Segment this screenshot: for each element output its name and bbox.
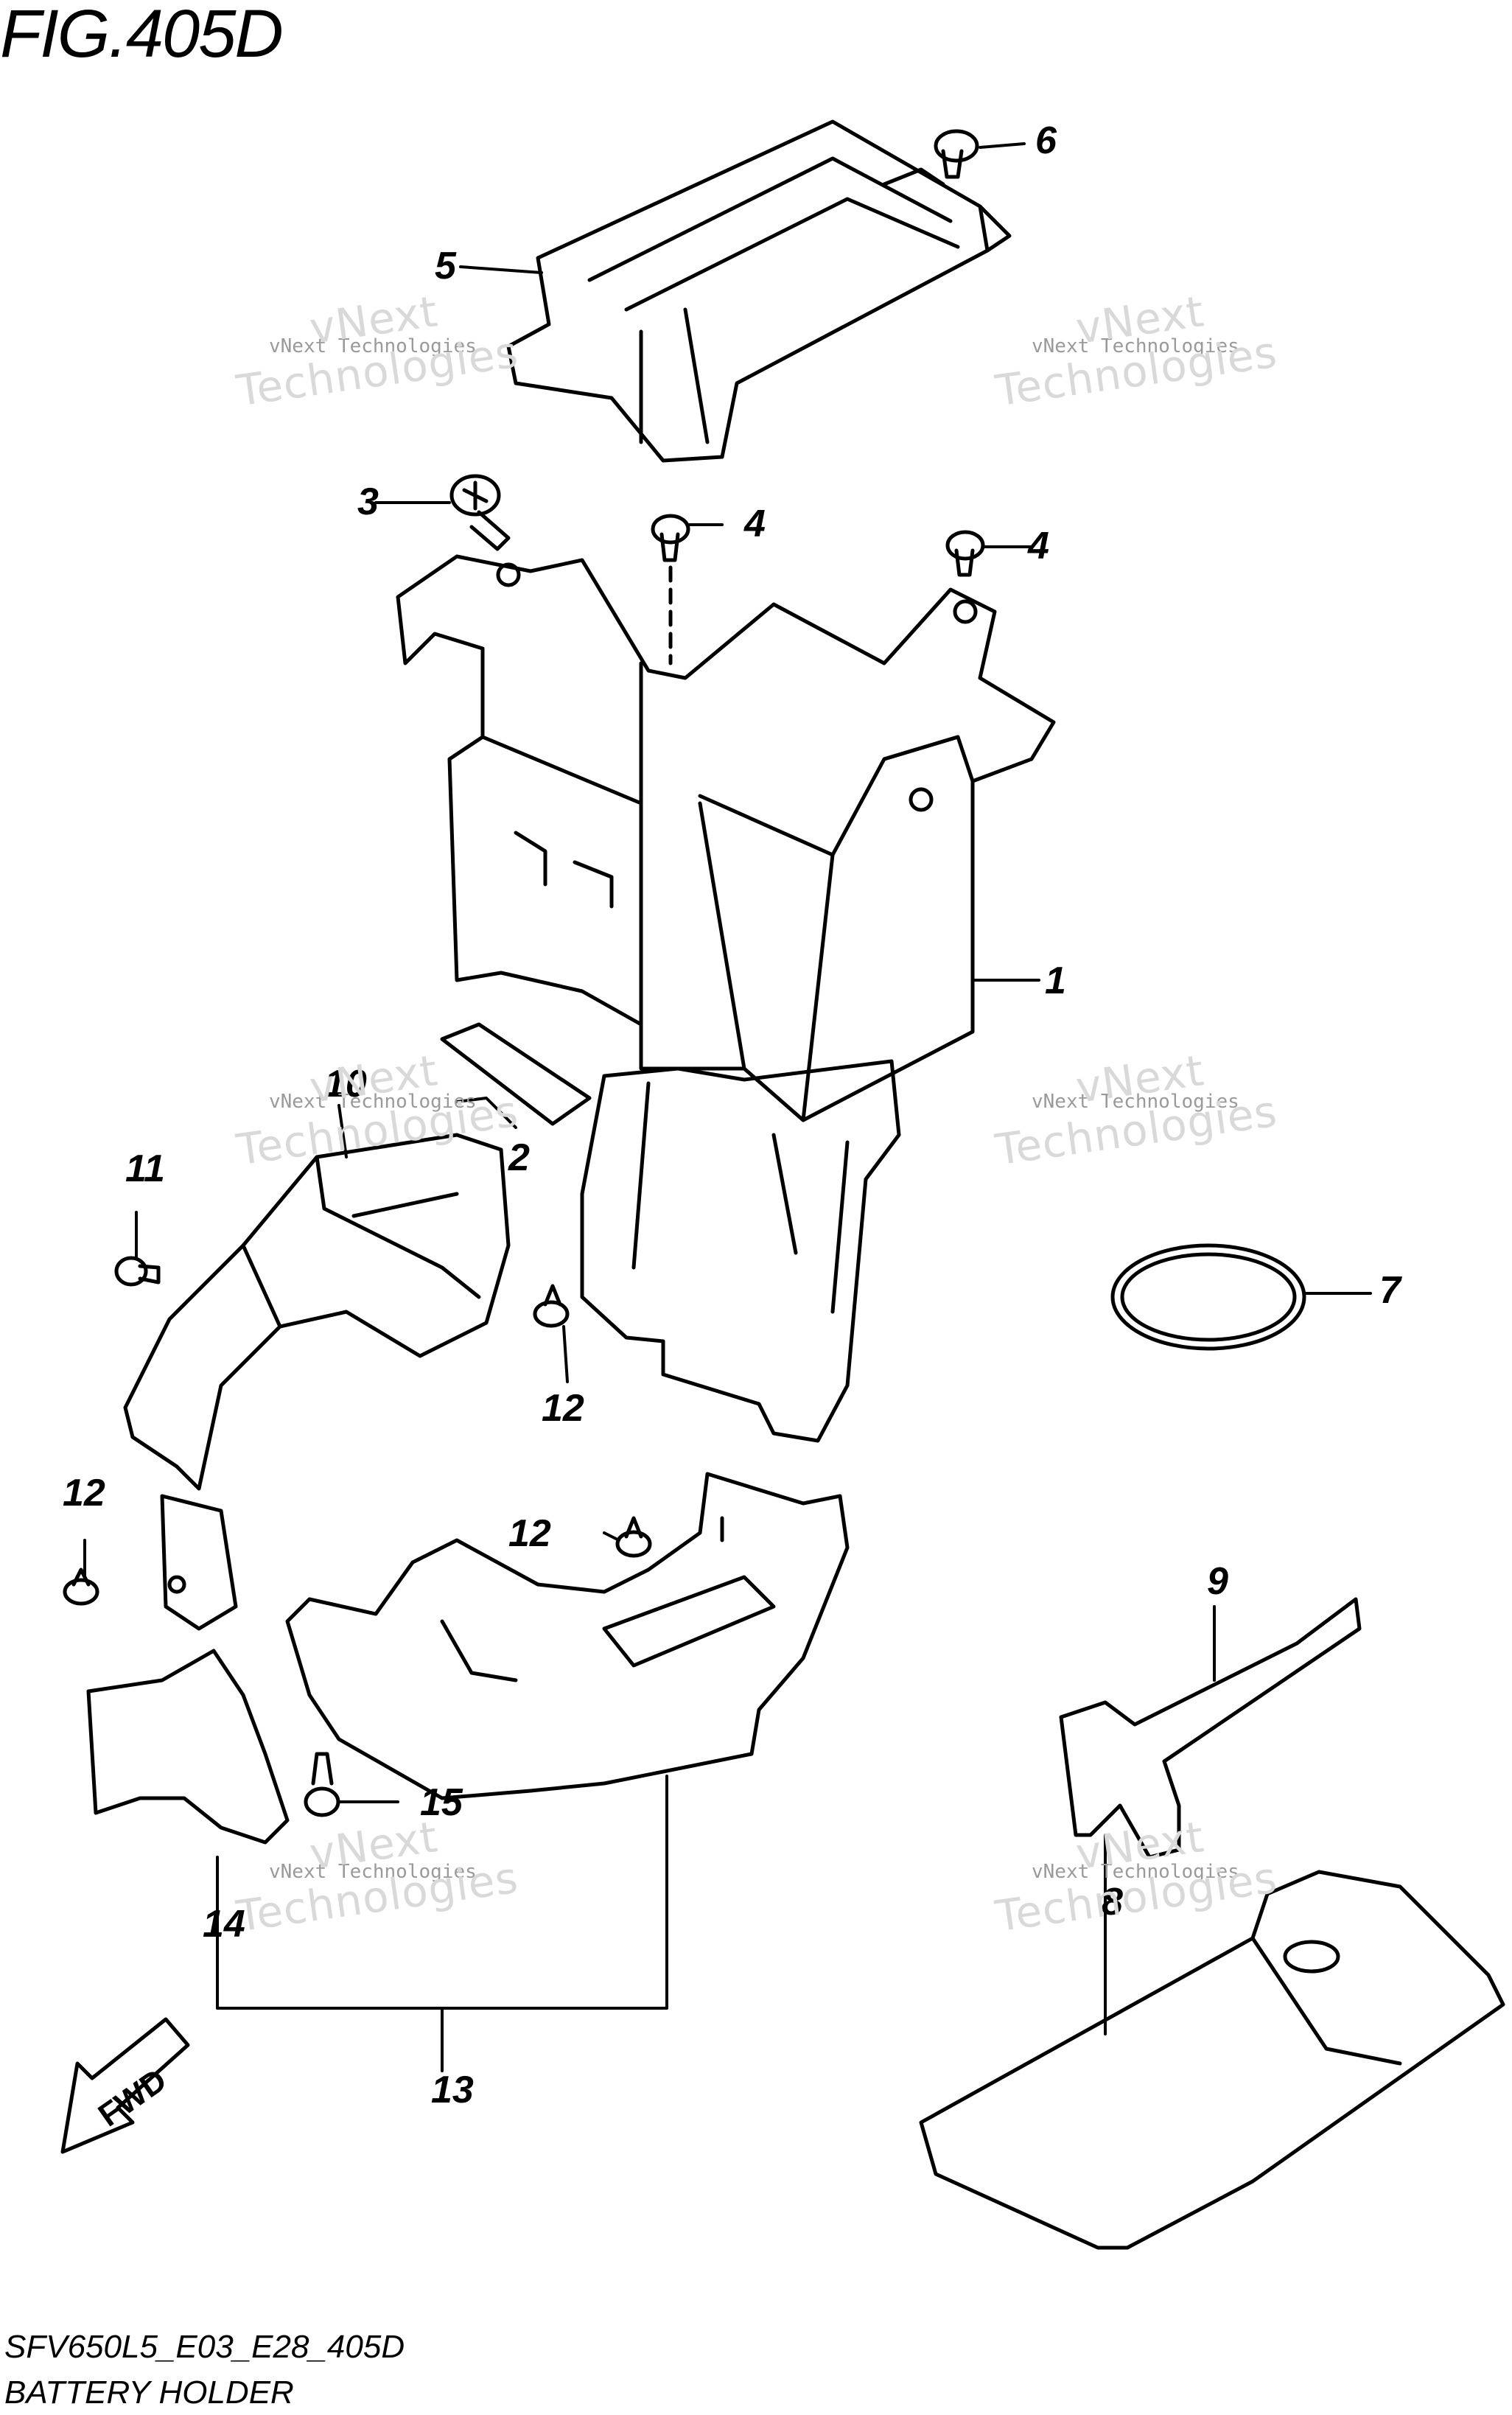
part-5-bracket [506, 119, 1012, 463]
callout-4b: 4 [1028, 525, 1049, 567]
part-11-bolt [114, 1256, 161, 1287]
callout-1: 1 [1045, 960, 1066, 1002]
part-2-pad [440, 1022, 592, 1126]
figure-caption: BATTERY HOLDER [4, 2374, 294, 2411]
part-15-bolt [304, 1752, 340, 1817]
callout-7: 7 [1379, 1269, 1401, 1312]
figure-title: FIG.405D [0, 0, 284, 71]
part-3-bolt [449, 474, 511, 551]
part-9-spanner [1059, 1597, 1362, 1859]
callout-6: 6 [1035, 119, 1057, 162]
watermark-3: vNext Technologies [269, 1091, 477, 1113]
watermark-4: vNext Technologies [1032, 1091, 1239, 1113]
part-8-bag [919, 1870, 1505, 2250]
callout-12c: 12 [508, 1512, 551, 1555]
callout-11: 11 [125, 1147, 165, 1190]
watermark-1: vNext Technologies [269, 335, 477, 357]
fwd-arrow [60, 2017, 190, 2154]
callout-2: 2 [508, 1136, 530, 1179]
callout-3: 3 [357, 480, 379, 523]
watermark-6: vNext Technologies [1032, 1861, 1239, 1883]
callout-4a: 4 [744, 503, 766, 545]
callout-5: 5 [435, 245, 456, 287]
part-4-screws [651, 514, 985, 665]
watermark-5: vNext Technologies [269, 1861, 477, 1883]
part-13-undercover [285, 1472, 850, 1800]
callout-15: 15 [420, 1781, 463, 1824]
part-7-ring [1110, 1243, 1306, 1351]
callout-14: 14 [203, 1903, 245, 1946]
part-6-screw [934, 129, 979, 179]
part-12-clips [63, 1284, 652, 1606]
callout-12a: 12 [542, 1387, 584, 1430]
figure-code: SFV650L5_E03_E28_405D [4, 2329, 405, 2365]
part-1-lower-duct [580, 1059, 901, 1443]
callout-10: 10 [324, 1063, 367, 1105]
watermark-2: vNext Technologies [1032, 335, 1239, 357]
leader-lines [83, 142, 1372, 2072]
callout-8: 8 [1102, 1881, 1123, 1923]
callout-13: 13 [431, 2069, 474, 2111]
part-14-panel [86, 1649, 290, 1845]
callout-9: 9 [1207, 1560, 1228, 1603]
part-10-cover [123, 1133, 511, 1491]
part-13-left-bracket [160, 1494, 238, 1631]
callout-12b: 12 [63, 1472, 105, 1514]
part-1-battery-holder [396, 554, 1056, 1122]
